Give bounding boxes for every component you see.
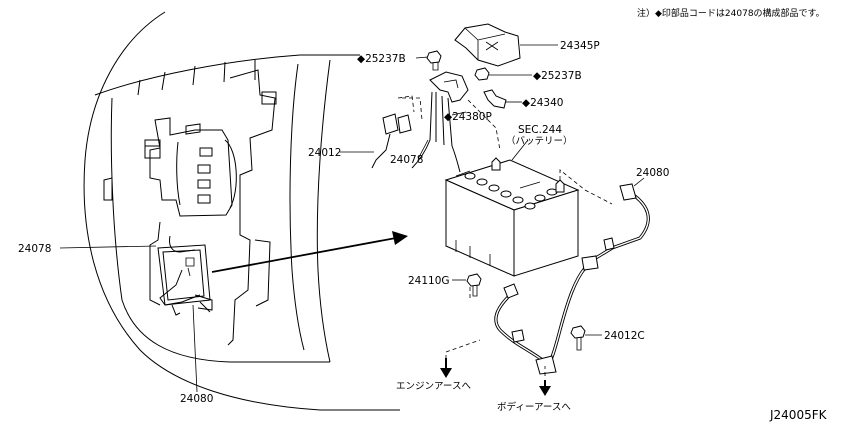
nut-right (474, 67, 532, 81)
label-24012: 24012 (308, 147, 341, 159)
bolt-24012C (570, 325, 602, 351)
label-24078-left: 24078 (18, 243, 51, 255)
label-24380P: ◆24380P (444, 111, 492, 123)
label-24012C: 24012C (604, 330, 645, 342)
label-25237B-right: ◆25237B (533, 70, 582, 82)
note-text: 注）◆印部品コードは24078の構成部品です。 (637, 7, 825, 19)
nut-left (415, 50, 442, 71)
leader-24078-left (59, 245, 157, 249)
connector-24012 (340, 95, 415, 169)
label-24340: ◆24340 (522, 97, 563, 109)
detail-arrow (211, 231, 408, 273)
cable-24080 (494, 177, 650, 375)
label-sec-244: SEC.244 (518, 124, 562, 136)
figure-reference: J24005FK (769, 408, 828, 422)
label-24078-mid: 24078 (390, 154, 423, 166)
vehicle-battery-tray (157, 235, 213, 316)
terminal-cover (454, 23, 558, 67)
label-engine-earth: エンジンアースへ (396, 381, 471, 392)
bolt-24110G (452, 273, 482, 297)
leader-24078-mid (417, 139, 429, 160)
body-earth-arrow (539, 380, 551, 396)
battery (444, 139, 580, 277)
label-battery: （バッテリー） (506, 135, 573, 147)
label-24080-right: 24080 (636, 167, 669, 179)
label-24345P: 24345P (560, 40, 600, 52)
label-body-earth: ボディーアースへ (497, 401, 571, 413)
leader-24080-bottom (192, 304, 198, 393)
engine-earth-arrow (440, 358, 452, 378)
label-24110G: 24110G (408, 275, 450, 287)
label-25237B-left: ◆25237B (357, 53, 406, 65)
label-24080-bottom: 24080 (180, 393, 213, 405)
vehicle-outline (83, 11, 400, 411)
positive-terminal-assembly (411, 71, 522, 173)
